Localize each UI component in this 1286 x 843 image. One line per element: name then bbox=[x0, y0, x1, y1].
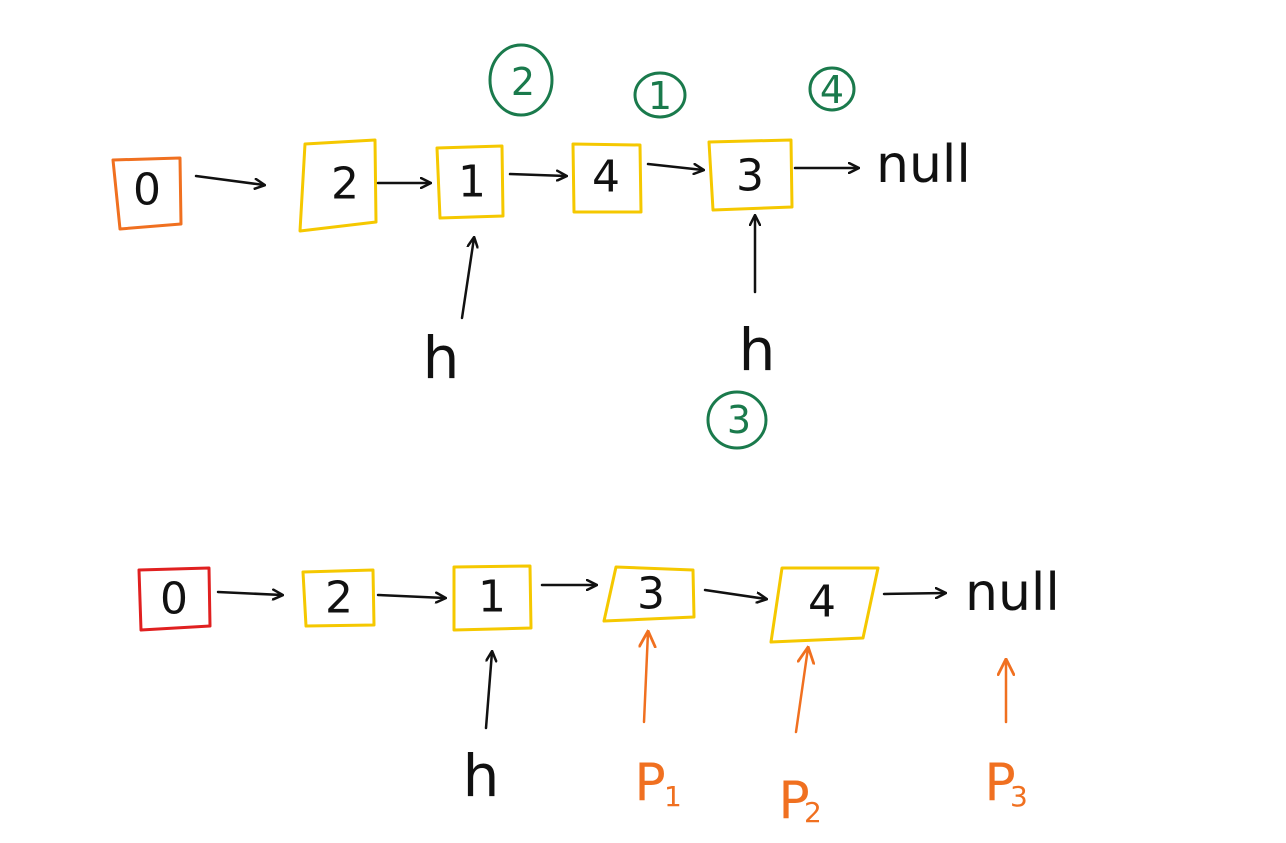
top-node-1-label: 2 bbox=[331, 159, 359, 210]
bottom-dummy-node: 0 bbox=[137, 566, 212, 632]
bottom-arrow-0 bbox=[216, 592, 282, 595]
top-list: 0 2 1 4 3 null h h bbox=[111, 43, 971, 450]
bottom-arrow-3 bbox=[703, 588, 766, 599]
top-arrow-0 bbox=[194, 174, 264, 185]
step-label-3: 3 bbox=[727, 398, 751, 442]
p2-arrow bbox=[794, 648, 808, 734]
top-node-4: 3 bbox=[707, 138, 794, 212]
p3-label-base: P bbox=[984, 753, 1015, 813]
bottom-node-2: 1 bbox=[452, 564, 533, 632]
p1-label-sub: 1 bbox=[664, 780, 682, 813]
bottom-node-3-label: 3 bbox=[637, 569, 665, 620]
p2-label-base: P bbox=[778, 771, 809, 831]
bottom-arrow-4 bbox=[882, 593, 945, 594]
top-node-2-label: 1 bbox=[458, 157, 486, 208]
bottom-node-4-label: 4 bbox=[808, 577, 836, 628]
step-label-2: 2 bbox=[511, 60, 535, 104]
step-marker-3: 3 bbox=[706, 390, 768, 450]
step-circle-3 bbox=[706, 390, 768, 450]
p2-label-sub: 2 bbox=[804, 796, 822, 829]
step-marker-1: 1 bbox=[633, 71, 687, 119]
top-dummy-node: 0 bbox=[111, 156, 183, 231]
top-h-arrow-1 bbox=[460, 238, 474, 320]
top-node-4-label: 3 bbox=[736, 151, 764, 202]
top-dummy-label: 0 bbox=[133, 165, 161, 216]
step-circle-1 bbox=[633, 71, 687, 119]
step-label-1: 1 bbox=[648, 74, 672, 118]
bottom-arrow-1 bbox=[376, 595, 445, 598]
top-node-2-box bbox=[435, 144, 505, 220]
bottom-node-1: 2 bbox=[301, 568, 376, 628]
bottom-node-2-box bbox=[452, 564, 533, 632]
step-marker-4: 4 bbox=[808, 66, 856, 112]
p2-label: P 2 bbox=[778, 771, 822, 831]
bottom-dummy-label: 0 bbox=[160, 574, 188, 625]
bottom-node-3: 3 bbox=[602, 565, 696, 623]
top-node-3: 4 bbox=[571, 142, 643, 214]
top-h-label-2: h bbox=[739, 316, 776, 384]
bottom-node-1-label: 2 bbox=[325, 573, 353, 624]
bottom-node-4: 4 bbox=[769, 566, 880, 644]
bottom-node-1-box bbox=[301, 568, 376, 628]
bottom-node-2-label: 1 bbox=[478, 572, 506, 623]
top-arrow-2 bbox=[508, 174, 566, 176]
bottom-node-4-box bbox=[769, 566, 880, 644]
top-node-3-box bbox=[571, 142, 643, 214]
top-null-label: null bbox=[876, 135, 971, 195]
p1-label: P 1 bbox=[634, 753, 682, 813]
step-circle-2 bbox=[488, 43, 554, 117]
top-node-1-box bbox=[298, 138, 378, 233]
step-label-4: 4 bbox=[820, 68, 844, 112]
step-circle-4 bbox=[808, 66, 856, 112]
top-arrow-3 bbox=[646, 162, 703, 170]
bottom-node-3-box bbox=[602, 565, 696, 623]
p3-label: P 3 bbox=[984, 753, 1028, 813]
bottom-h-label: h bbox=[463, 742, 500, 810]
bottom-null-label: null bbox=[965, 563, 1060, 623]
p1-label-base: P bbox=[634, 753, 665, 813]
p3-label-sub: 3 bbox=[1010, 780, 1028, 813]
p1-arrow bbox=[644, 632, 648, 724]
bottom-h-arrow bbox=[484, 652, 492, 730]
top-node-3-label: 4 bbox=[592, 152, 620, 203]
top-dummy-box bbox=[111, 156, 183, 231]
top-node-1: 2 bbox=[298, 138, 378, 233]
step-marker-2: 2 bbox=[488, 43, 554, 117]
top-node-4-box bbox=[707, 138, 794, 212]
top-node-2: 1 bbox=[435, 144, 505, 220]
bottom-list: 0 2 1 3 4 null h bbox=[137, 563, 1060, 831]
bottom-dummy-box bbox=[137, 566, 212, 632]
top-h-label-1: h bbox=[423, 324, 460, 392]
